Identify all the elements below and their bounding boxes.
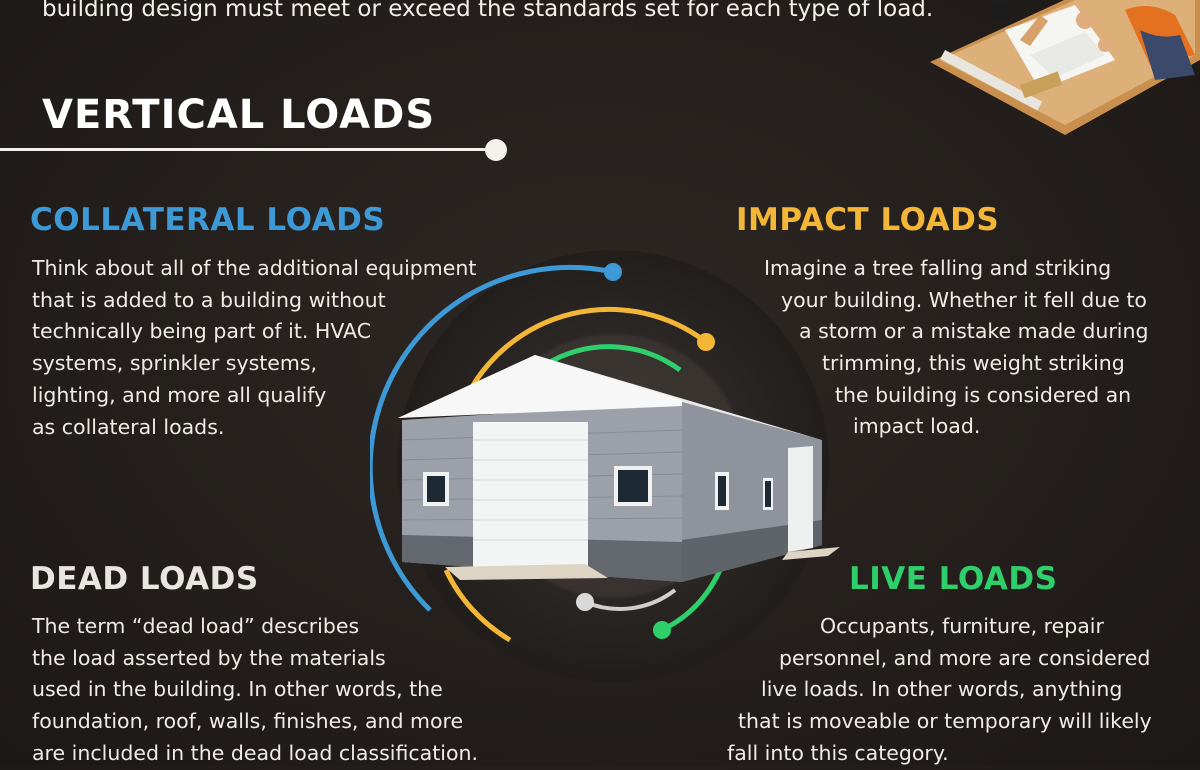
- collateral-loads-text: Think about all of the additional equipm…: [32, 253, 476, 443]
- collateral-line: technically being part of it. HVAC: [32, 319, 372, 344]
- impact-line: Imagine a tree falling and striking: [764, 256, 1112, 280]
- live-node: [653, 621, 671, 639]
- live-line: Occupants, furniture, repair: [820, 614, 1104, 638]
- live-line: that is moveable or temporary will likel…: [738, 709, 1152, 733]
- impact-line: your building. Whether it fell due to: [781, 288, 1147, 312]
- dead-loads-title: DEAD LOADS: [30, 561, 259, 597]
- impact-node: [697, 333, 715, 351]
- title-underline-dot: [485, 139, 507, 161]
- collateral-line: Think about all of the additional equipm…: [32, 256, 477, 280]
- impact-line: the building is considered an: [835, 383, 1132, 407]
- dead-line: foundation, roof, walls, finishes, and m…: [32, 709, 464, 734]
- impact-loads-title: IMPACT LOADS: [736, 202, 1000, 238]
- impact-line: trimming, this weight striking: [822, 351, 1125, 375]
- live-arc: [543, 344, 682, 373]
- collateral-line: that is added to a building without: [32, 287, 386, 312]
- impact-line: a storm or a mistake made during: [799, 319, 1149, 343]
- collateral-line: as collateral loads.: [32, 414, 225, 439]
- live-loads-title: LIVE LOADS: [849, 561, 1058, 597]
- load-rings-graphic: [370, 250, 840, 682]
- live-line: fall into this category.: [727, 741, 949, 765]
- dead-loads-text: The term “dead load” describes the load …: [32, 611, 478, 770]
- dead-arc: [584, 588, 677, 611]
- title-underline: [0, 148, 495, 151]
- collateral-loads-title: COLLATERAL LOADS: [30, 202, 386, 238]
- dead-line: are included in the dead load classifica…: [32, 740, 478, 765]
- collateral-line: lighting, and more all qualify: [32, 382, 327, 407]
- intro-text: building design must meet or exceed the …: [42, 0, 934, 22]
- section-title: VERTICAL LOADS: [42, 92, 436, 138]
- live-line: live loads. In other words, anything: [761, 677, 1123, 701]
- collateral-arc: [370, 264, 614, 612]
- collateral-node: [604, 263, 622, 281]
- metal-building-image: [398, 355, 840, 582]
- construction-workers-photo: [930, 0, 1200, 135]
- collateral-line: systems, sprinkler systems,: [32, 351, 318, 376]
- dead-line: The term “dead load” describes: [32, 614, 360, 638]
- dead-line: used in the building. In other words, th…: [32, 677, 443, 702]
- dead-line: the load asserted by the materials: [32, 645, 386, 670]
- live-line: personnel, and more are considered: [779, 646, 1151, 670]
- impact-arc: [462, 306, 708, 402]
- impact-line: impact load.: [853, 414, 981, 438]
- dead-node: [576, 593, 594, 611]
